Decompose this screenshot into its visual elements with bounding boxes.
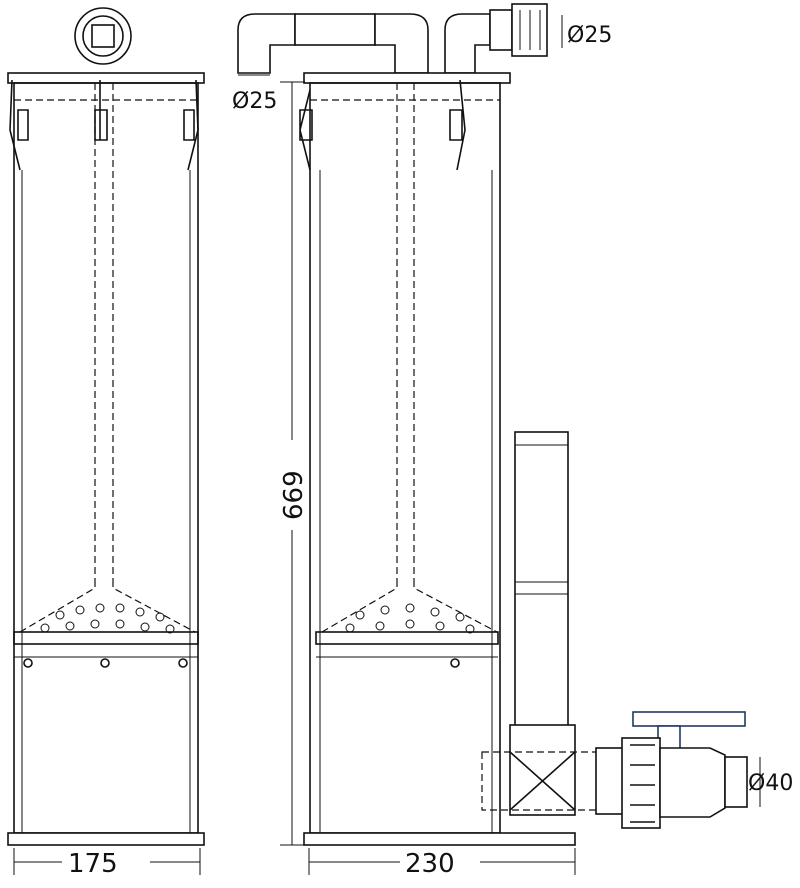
dimension-lines [13,15,761,875]
dim-inlet-left: Ø25 [232,89,277,114]
dim-height: 669 [279,470,309,520]
side-view [237,3,748,846]
funnel-holes [40,603,175,634]
front-view [7,7,205,846]
dim-right-width: 230 [405,849,455,879]
screws [23,658,188,668]
dim-left-width: 175 [68,849,118,879]
dim-inlet-top: Ø25 [567,23,612,48]
clamps [9,79,199,171]
dim-outlet: Ø40 [748,771,793,796]
